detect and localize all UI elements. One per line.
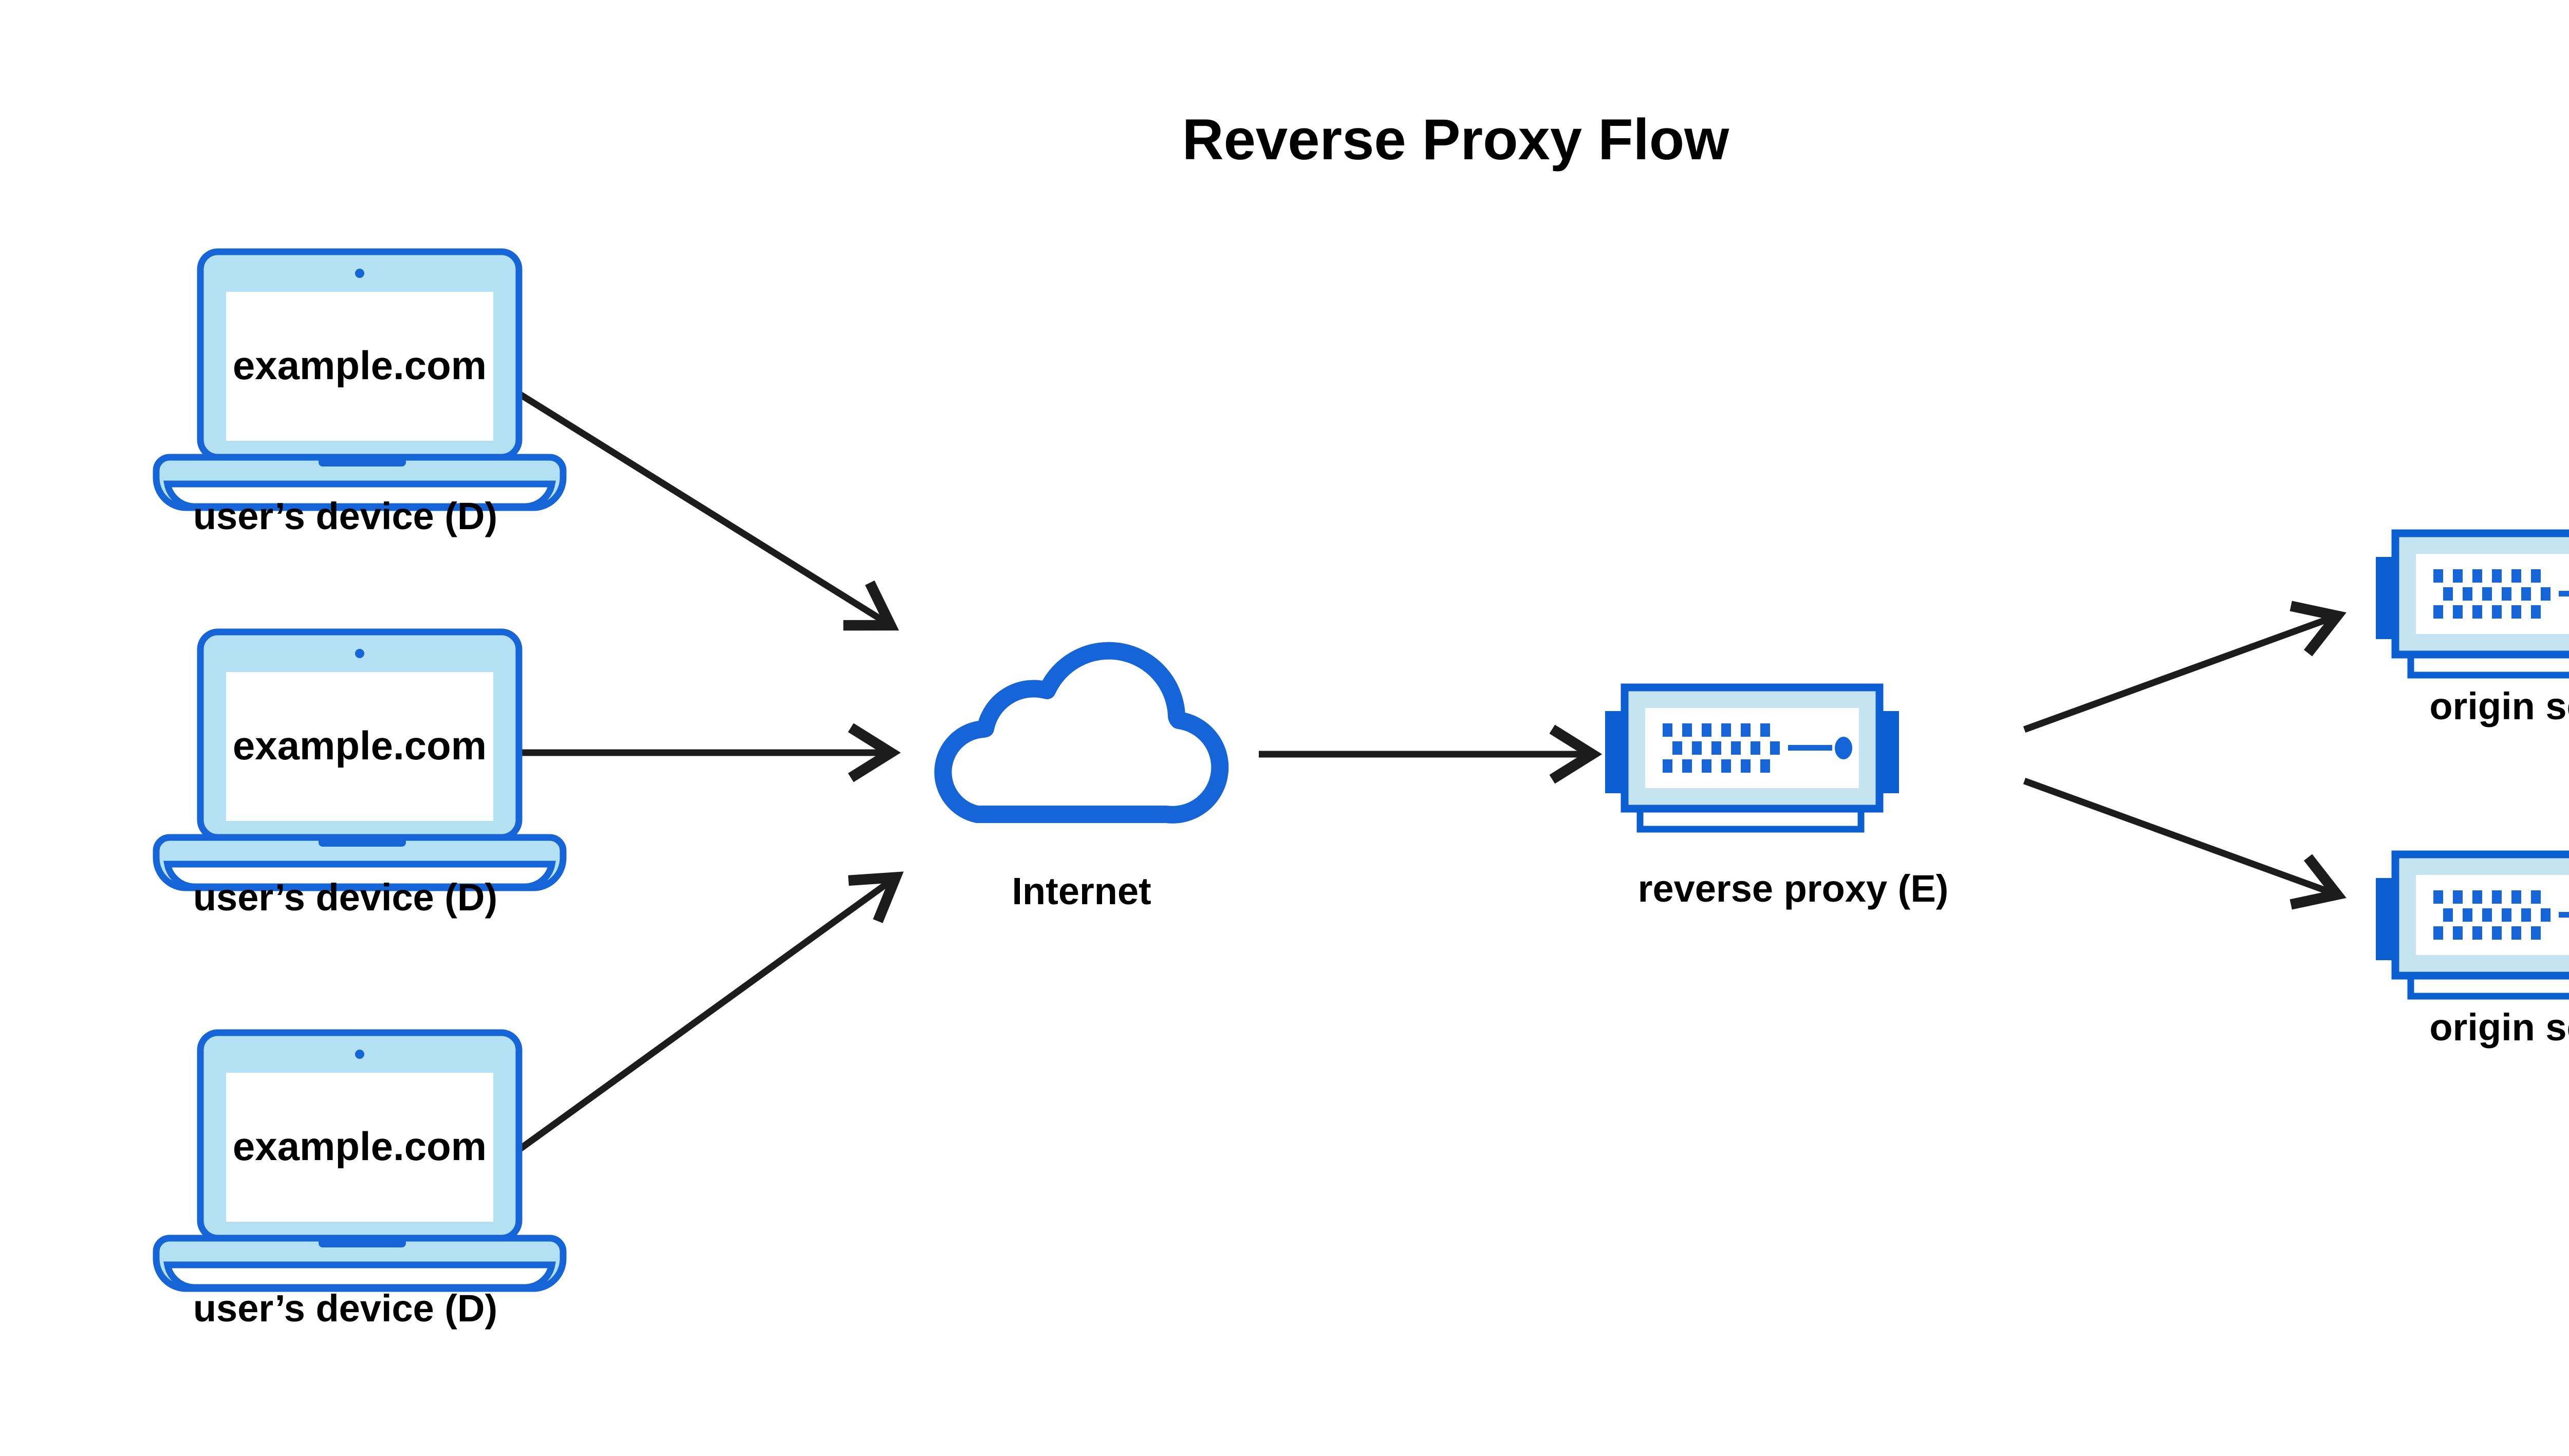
node-internet[interactable]: Internet (943, 651, 1220, 912)
server-icon (2376, 854, 2569, 996)
node-client-1[interactable]: example.com user’s device (D) (156, 252, 563, 537)
node-reverse-proxy[interactable]: reverse proxy (E) (1605, 687, 1948, 910)
client-screen-text: example.com (233, 723, 487, 768)
origin-server-label: origin server (F) (2429, 685, 2569, 727)
client-label: user’s device (D) (193, 495, 497, 537)
edge-layer (512, 387, 2347, 1156)
origin-server-label: origin server (F) (2429, 1006, 2569, 1049)
client-label: user’s device (D) (193, 876, 497, 919)
server-icon (1605, 687, 1899, 829)
reverse-proxy-label: reverse proxy (E) (1638, 867, 1949, 910)
client-label: user’s device (D) (193, 1287, 497, 1330)
internet-label: Internet (1012, 870, 1151, 912)
edge-client3-internet (512, 871, 904, 1156)
edge-proxy-origin1 (2023, 601, 2347, 733)
edge-client1-internet (512, 387, 899, 631)
server-icon (2376, 533, 2569, 675)
node-client-2[interactable]: example.com user’s device (D) (156, 632, 563, 919)
page-title: Reverse Proxy Flow (1182, 107, 1729, 172)
client-screen-text: example.com (233, 343, 487, 388)
edge-proxy-origin2 (2023, 777, 2347, 910)
node-origin-1[interactable]: origin server (F) (2376, 533, 2569, 727)
node-origin-2[interactable]: origin server (F) (2376, 854, 2569, 1049)
client-screen-text: example.com (233, 1124, 487, 1169)
node-client-3[interactable]: example.com user’s device (D) (156, 1033, 563, 1330)
cloud-icon (943, 651, 1220, 815)
